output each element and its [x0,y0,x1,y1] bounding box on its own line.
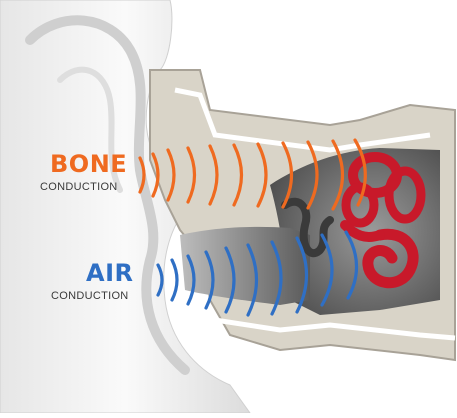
ear-canal [180,227,310,305]
bone-conduction-title: BONE [50,150,127,178]
air-conduction-title: AIR [86,259,133,287]
air-conduction-subtitle: CONDUCTION [51,290,129,302]
bone-conduction-subtitle: CONDUCTION [40,181,118,193]
